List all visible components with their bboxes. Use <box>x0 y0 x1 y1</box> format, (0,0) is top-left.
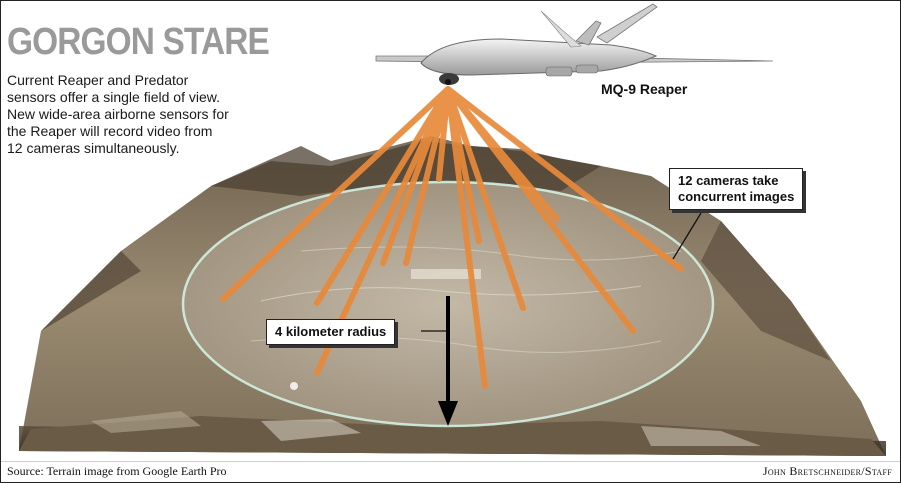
camera-beam <box>445 86 488 389</box>
drone-label: MQ-9 Reaper <box>601 81 688 97</box>
drone-icon <box>375 3 774 85</box>
intro-line: New wide-area airborne sensors for <box>7 106 229 122</box>
intro-line: the Reaper will record video from <box>7 123 213 139</box>
arrow-down-icon <box>438 296 458 426</box>
intro-line: 12 cameras simultaneously. <box>7 140 180 156</box>
cameras-callout: 12 cameras take concurrent images <box>669 168 804 210</box>
callout-line: 4 kilometer radius <box>275 324 387 339</box>
artist-credit: John Bretschneider/Staff <box>762 464 892 478</box>
intro-line: Current Reaper and Predator <box>7 72 189 88</box>
intro-line: sensors offer a single field of view. <box>7 89 220 105</box>
camera-beam <box>403 86 451 266</box>
callout-line: 12 cameras take <box>678 173 779 188</box>
radius-callout: 4 kilometer radius <box>266 319 396 345</box>
camera-beam <box>445 86 684 272</box>
camera-beam <box>445 86 636 334</box>
camera-beam <box>220 86 451 302</box>
intro-text: Current Reaper and Predator sensors offe… <box>7 72 277 157</box>
camera-beams <box>220 86 684 389</box>
camera-beam <box>445 86 526 311</box>
camera-beam <box>445 86 482 244</box>
footer-bar <box>1 461 900 482</box>
camera-beam <box>314 86 451 306</box>
camera-beam <box>436 86 451 182</box>
source-credit: Source: Terrain image from Google Earth … <box>7 464 227 478</box>
page-title: GORGON STARE <box>7 21 270 63</box>
callout-line: concurrent images <box>678 189 795 204</box>
callout-pointer <box>672 212 702 260</box>
